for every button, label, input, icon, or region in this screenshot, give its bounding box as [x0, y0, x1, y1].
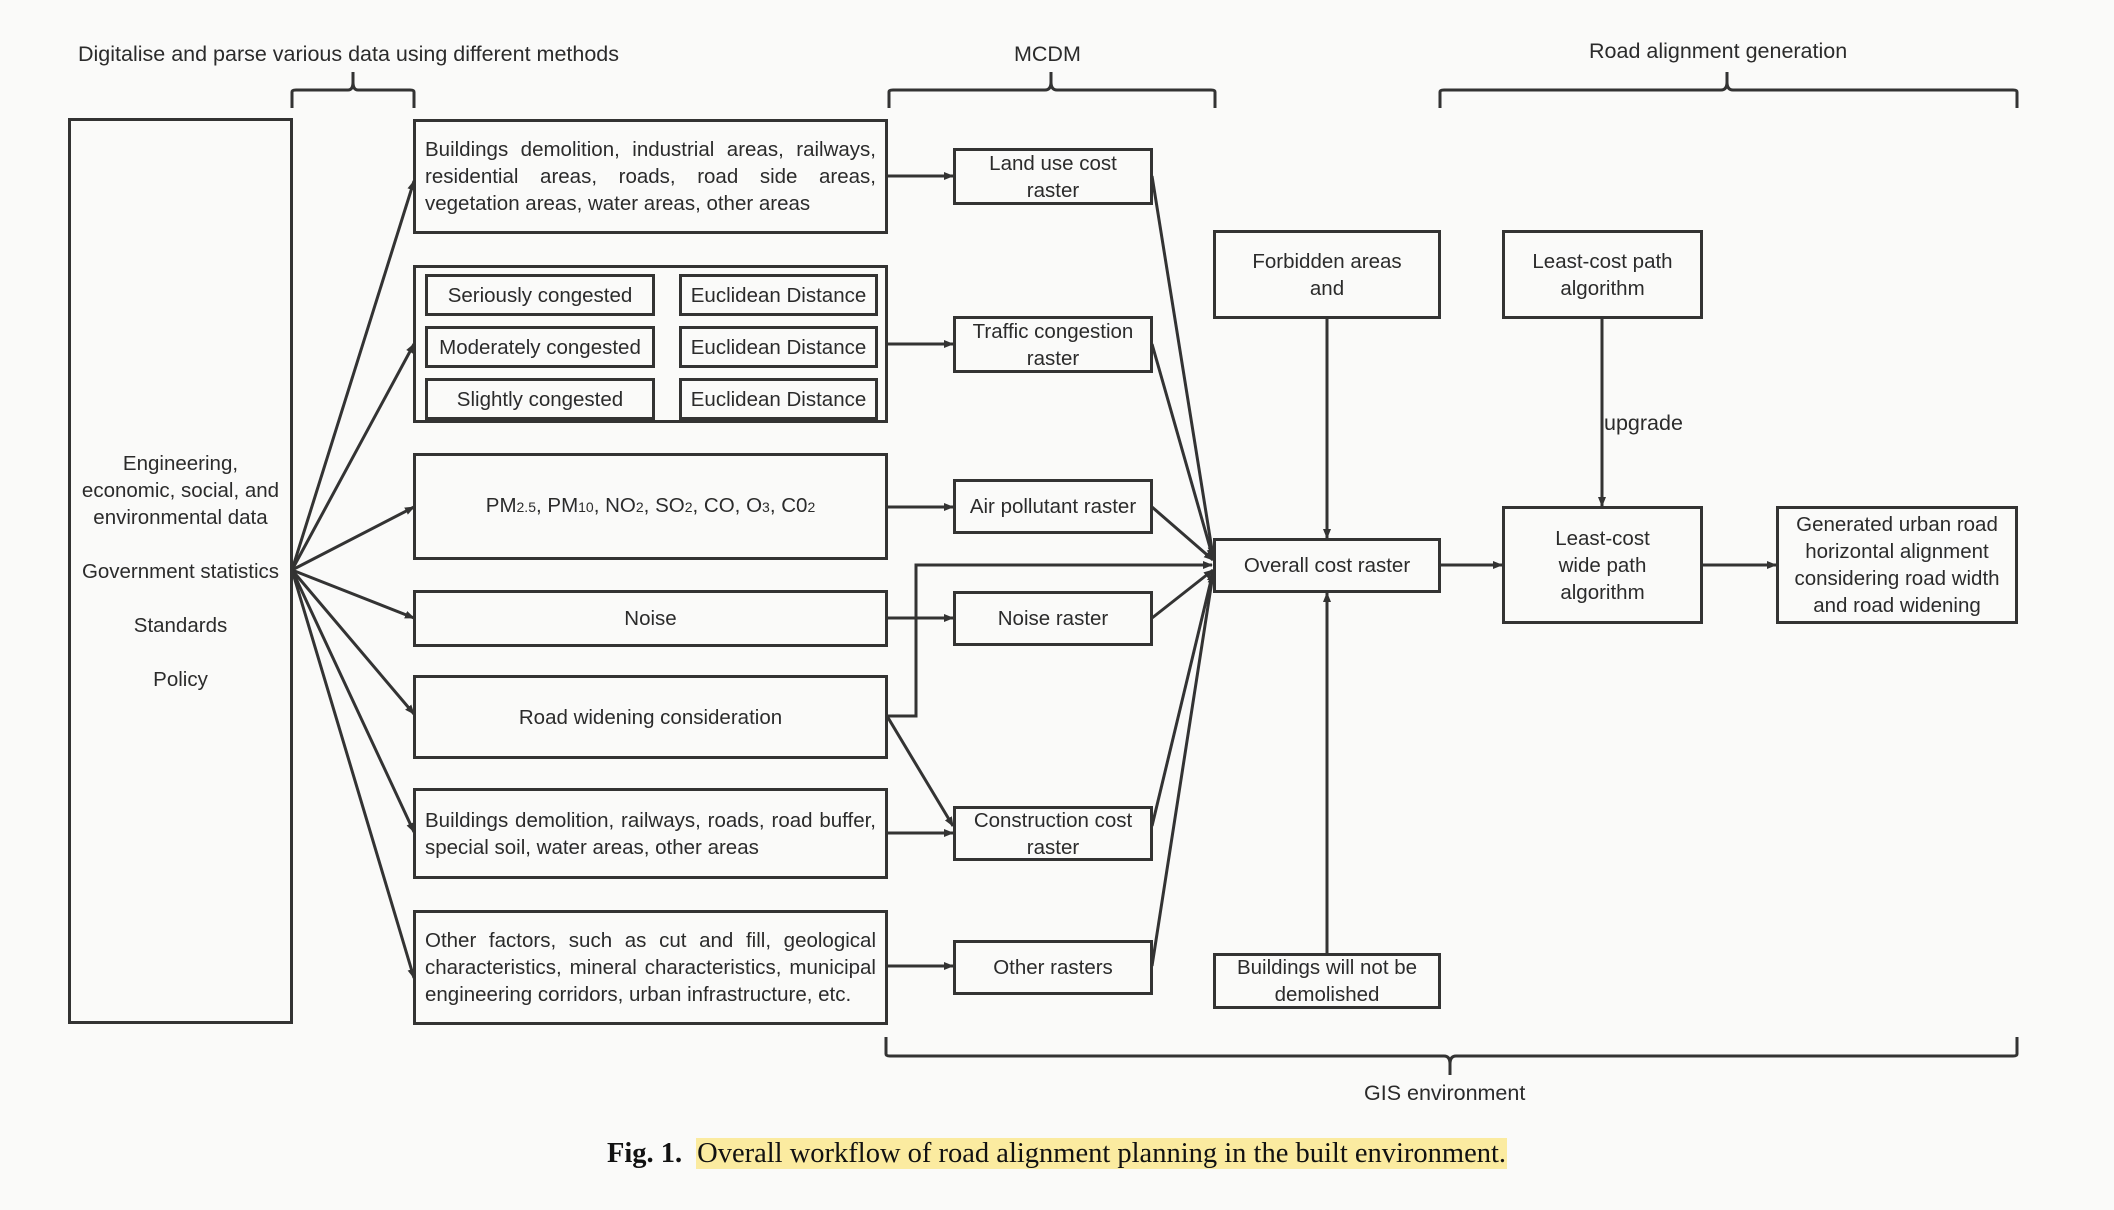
land-use-data-text: Buildings demolition, industrial areas, …	[425, 138, 876, 215]
generated-alignment-box: Generated urban road horizontal alignmen…	[1776, 506, 2018, 624]
wide-path-algorithm-box: Least-cost wide path algorithm	[1502, 506, 1703, 624]
noise-raster-box: Noise raster	[953, 591, 1153, 646]
euclidean-distance-1: Euclidean Distance	[679, 274, 878, 316]
congestion-level-seriously: Seriously congested	[425, 274, 655, 316]
arrow-construction-overall	[1150, 571, 1215, 827]
bracket-gis	[884, 1037, 2019, 1075]
pollutant-data-box: PM2.5, PM10, NO2, SO2, CO, O3, C02	[413, 453, 888, 560]
other-rasters-box: Other rasters	[953, 940, 1153, 995]
arrow-widening-construction	[885, 715, 955, 827]
congestion-label-moderately: Moderately congested	[439, 335, 641, 359]
other-factors-box: Other factors, such as cut and fill, geo…	[413, 910, 888, 1025]
workflow-diagram: Digitalise and parse various data using …	[68, 39, 2019, 1105]
arrow-other-overall	[1150, 573, 1216, 967]
noise-data-box: Noise	[413, 590, 888, 647]
source-line-economic: economic, social, and	[81, 478, 280, 502]
congestion-level-slightly: Slightly congested	[425, 378, 655, 420]
congestion-label-slightly: Slightly congested	[456, 387, 624, 411]
section-label-gis: GIS environment	[1364, 1081, 1526, 1105]
noise-data-text: Noise	[624, 607, 677, 630]
arrow-source-noise	[291, 568, 415, 620]
land-use-raster-box: Land use cost raster	[953, 148, 1153, 205]
source-data-box: Engineering, economic, social, and envir…	[68, 118, 293, 1024]
air-raster-box: Air pollutant raster	[953, 479, 1153, 534]
arrow-source-widening	[290, 569, 416, 715]
land-use-raster-label: Land use cost raster	[989, 151, 1117, 202]
source-line-environmental: environmental data	[93, 505, 268, 529]
other-factors-text: Other factors, such as cut and fill, geo…	[425, 929, 876, 1006]
construction-data-text: Buildings demolition, railways, roads, r…	[425, 808, 876, 859]
arrow-source-congestion	[290, 343, 416, 571]
buildings-constraint-label: Buildings will not be demolished	[1236, 956, 1418, 1006]
construction-data-box: Buildings demolition, railways, roads, r…	[413, 788, 888, 879]
wide-path-algorithm-label: Least-cost wide path algorithm	[1555, 526, 1650, 604]
arrow-source-other	[290, 569, 416, 979]
bracket-data-methods	[290, 72, 416, 108]
congestion-group-box: Seriously congested Euclidean Distance M…	[413, 265, 888, 423]
figure-caption-text: Overall workflow of road alignment plann…	[696, 1138, 1508, 1169]
air-raster-label: Air pollutant raster	[969, 495, 1137, 518]
upgrade-label: upgrade	[1604, 411, 1683, 435]
arrow-noise-overall	[1151, 568, 1214, 620]
construction-raster-label: Construction cost raster	[973, 808, 1133, 859]
source-standards: Standards	[133, 613, 228, 637]
overall-cost-raster-label: Overall cost raster	[1243, 554, 1411, 577]
section-label-road-generation: Road alignment generation	[1589, 39, 1848, 63]
bracket-mcdm	[887, 72, 1217, 108]
euclidean-label-3: Euclidean Distance	[690, 387, 867, 411]
least-cost-path-box: Least-cost path algorithm	[1502, 230, 1703, 319]
least-cost-path-label: Least-cost path algorithm	[1532, 249, 1673, 300]
arrow-land-overall	[1150, 175, 1216, 557]
source-policy: Policy	[153, 667, 208, 691]
forbidden-areas-label: Forbidden areas and	[1252, 249, 1402, 300]
bracket-road-generation	[1438, 72, 2019, 108]
construction-raster-box: Construction cost raster	[953, 806, 1153, 861]
road-widening-text: Road widening consideration	[518, 705, 783, 729]
noise-raster-label: Noise raster	[997, 607, 1109, 630]
pollutant-list: PM2.5, PM10, NO2, SO2, CO, O3, C02	[485, 494, 816, 517]
generated-alignment-label: Generated urban road horizontal alignmen…	[1794, 513, 2000, 617]
traffic-raster-box: Traffic congestion raster	[953, 316, 1153, 373]
overall-cost-raster-box: Overall cost raster	[1213, 538, 1441, 593]
euclidean-distance-3: Euclidean Distance	[679, 378, 878, 420]
arrow-widening-overall	[887, 561, 1213, 718]
source-line-engineering: Engineering,	[122, 451, 239, 475]
figure-caption: Fig. 1. Overall workflow of road alignmen…	[0, 1138, 2114, 1170]
forbidden-areas-box: Forbidden areas and	[1213, 230, 1441, 319]
euclidean-distance-2: Euclidean Distance	[679, 326, 878, 368]
arrow-traffic-overall	[1150, 343, 1215, 559]
section-label-mcdm: MCDM	[1014, 42, 1081, 66]
source-government-statistics: Government statistics	[81, 559, 280, 583]
euclidean-label-2: Euclidean Distance	[690, 335, 867, 359]
congestion-label-seriously: Seriously congested	[447, 283, 633, 307]
figure-number: Fig. 1.	[606, 1138, 683, 1169]
traffic-raster-label: Traffic congestion raster	[972, 319, 1134, 370]
arrow-source-land	[290, 180, 416, 571]
land-use-data-box: Buildings demolition, industrial areas, …	[413, 119, 888, 234]
other-rasters-label: Other rasters	[993, 956, 1113, 979]
arrow-air-overall	[1151, 505, 1214, 562]
arrow-source-pollutant	[291, 505, 415, 572]
connector-layer	[290, 72, 2019, 1075]
buildings-constraint-box: Buildings will not be demolished	[1213, 953, 1441, 1009]
section-label-data-methods: Digitalise and parse various data using …	[78, 42, 620, 66]
arrow-source-construction	[290, 569, 416, 833]
euclidean-label-1: Euclidean Distance	[690, 283, 867, 307]
congestion-level-moderately: Moderately congested	[425, 326, 655, 368]
road-widening-box: Road widening consideration	[413, 675, 888, 759]
